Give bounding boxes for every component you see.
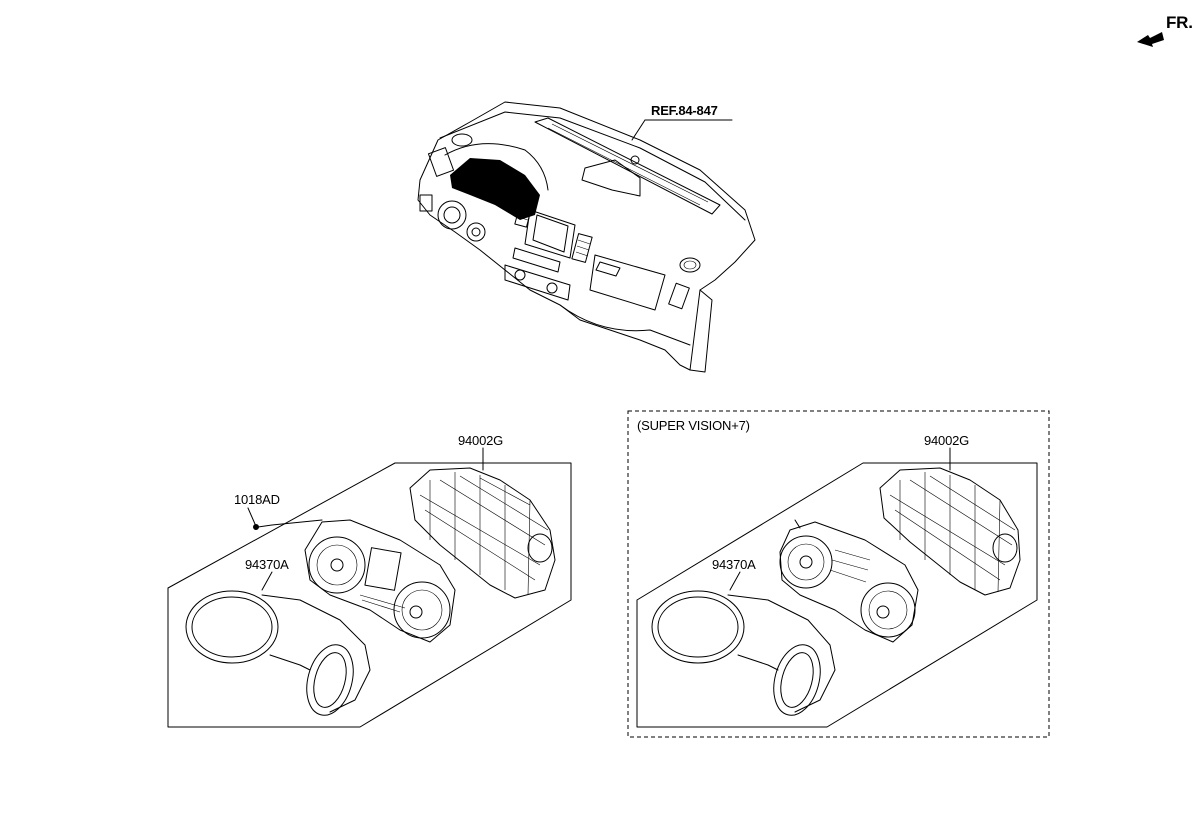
variant-label-supervision: (SUPER VISION+7) [637,418,750,433]
reference-label: REF.84-847 [651,103,718,118]
group-supervision-frame [627,410,1050,738]
callout-housing-supervision: 94002G [924,433,970,448]
leader-hood-2 [729,571,741,591]
front-direction-label: FR. [1166,13,1193,32]
group-supervision-inner-frame [636,462,1038,728]
cluster-dial-face-part-supervision [779,521,919,643]
callout-housing-standard: 94002G [458,433,504,448]
reference-leader-pointer [631,119,646,141]
cluster-hood-part [185,590,371,716]
leader-hood-1 [261,571,273,591]
callout-screw-standard: 1018AD [234,492,280,507]
callout-hood-standard: 94370A [245,557,289,572]
group-standard-frame [167,462,572,728]
callout-hood-supervision: 94370A [712,557,756,572]
screw-1018ad-part [247,507,323,530]
cluster-housing-part-supervision [879,467,1021,596]
cluster-dial-face-part [304,519,456,643]
cluster-hood-part-supervision [651,519,836,716]
cluster-housing-part [409,467,556,599]
front-direction-arrow-icon [1137,32,1164,47]
dashboard-assembly-illustration [417,101,756,373]
